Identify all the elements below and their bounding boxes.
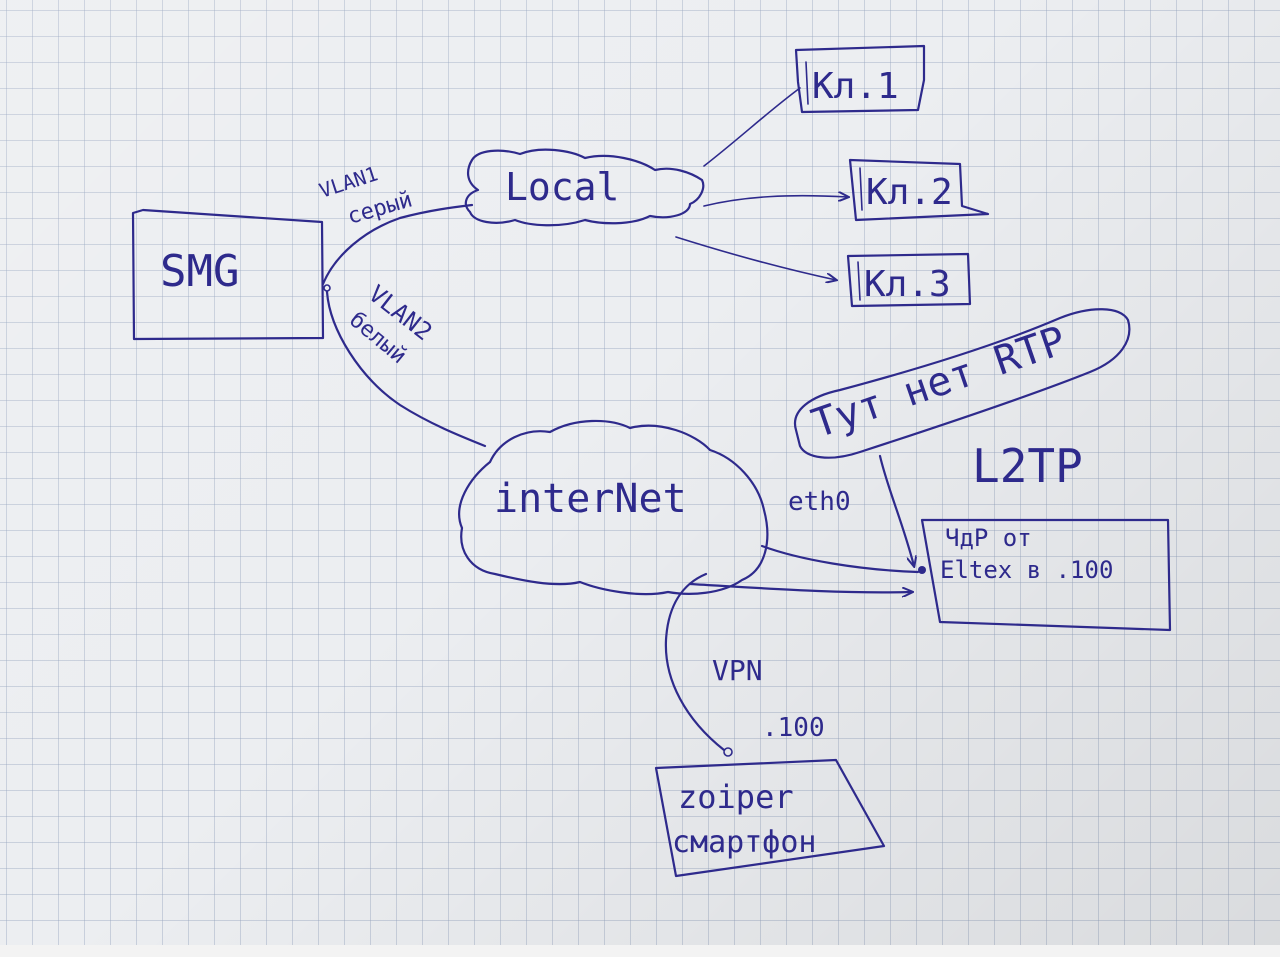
kl1-label: Кл.1: [812, 66, 899, 107]
zoiper-label-line2: смартфон: [672, 825, 817, 860]
vlan1-link: VLAN1 серый: [316, 161, 474, 286]
local-label: Local: [505, 165, 619, 209]
internet-node: interNet: [458, 419, 769, 596]
link-local-kl1: [703, 87, 801, 167]
bottom-edge: [0, 945, 1280, 957]
zoiper-node: zoiper смартфон: [654, 758, 886, 878]
callout-pointer: [878, 454, 914, 566]
kl2-label: Кл.2: [866, 172, 953, 213]
vlan1-color-label: серый: [345, 187, 416, 229]
eltex-port-dot: [918, 566, 926, 574]
eth0-label: eth0: [788, 487, 851, 517]
vlan1-label: VLAN1: [316, 161, 381, 202]
zoiper-label-line1: zoiper: [678, 778, 794, 816]
callout-label: Тут нет RTP: [806, 318, 1071, 448]
kl3-label: Кл.3: [864, 264, 951, 305]
vpn-label: VPN: [712, 654, 763, 687]
vpn-ip-label: .100: [762, 713, 825, 743]
l2tp-label: L2TP: [972, 439, 1083, 493]
smg-label: SMG: [160, 246, 239, 297]
smg-node: SMG: [131, 208, 325, 341]
local-node: Local: [464, 148, 705, 227]
link-local-kl3: [675, 236, 836, 280]
vlan2-link: VLAN2 белый: [323, 280, 487, 448]
vpn-link: VPN .100: [664, 572, 825, 757]
eltex-node: ЧдР от Eltex в .100: [920, 518, 1172, 632]
kl1-node: Кл.1: [794, 44, 926, 114]
link-local-kl2: [703, 196, 848, 207]
eth0-link: eth0: [688, 487, 926, 592]
eltex-label-line2: Eltex в .100: [940, 556, 1113, 584]
kl3-node: Кл.3: [846, 252, 972, 308]
zoiper-port-dot: [723, 747, 733, 757]
kl2-node: Кл.2: [848, 158, 990, 222]
eltex-label-line1: ЧдР от: [945, 524, 1032, 552]
internet-label: interNet: [494, 476, 687, 522]
